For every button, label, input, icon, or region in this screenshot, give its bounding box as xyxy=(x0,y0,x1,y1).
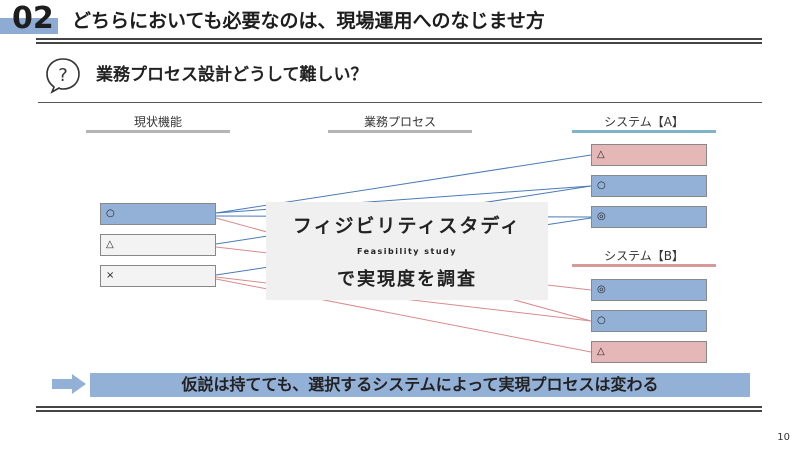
system-a-item-1: △ xyxy=(591,144,707,166)
page-number: 10 xyxy=(777,432,790,443)
column-underline-current xyxy=(86,130,230,133)
conclusion-text: 仮説は持てても、選択するシステムによって実現プロセスは変わる xyxy=(181,375,659,394)
current-item-2: △ xyxy=(100,234,216,256)
heading-divider xyxy=(38,102,762,103)
header-divider-double xyxy=(36,42,762,44)
column-header-process: 業務プロセス xyxy=(363,115,436,129)
system-a-item-2: ○ xyxy=(591,175,707,197)
callout-caption: で実現度を調査 xyxy=(337,269,477,290)
conclusion-banner: 仮説は持てても、選択するシステムによって実現プロセスは変わる xyxy=(90,373,750,397)
column-header-current: 現状機能 xyxy=(133,115,182,129)
page-title: どちらにおいても必要なのは、現場運用へのなじませ方 xyxy=(72,10,545,32)
svg-text:?: ? xyxy=(58,65,68,86)
system-b-item-2: ○ xyxy=(591,310,707,332)
system-a-item-3: ◎ xyxy=(591,206,707,228)
callout-subtitle: Feasibility study xyxy=(357,247,457,256)
feasibility-callout: フィジビリティスタディ Feasibility study で実現度を調査 xyxy=(266,202,548,300)
column-underline-system-b xyxy=(572,264,716,267)
footer-divider xyxy=(36,406,762,408)
header-accent-bar xyxy=(0,18,58,34)
current-item-3: × xyxy=(100,265,216,287)
system-b-item-1: ◎ xyxy=(591,279,707,301)
question-bubble-icon: ? xyxy=(46,58,80,94)
footer-divider-double xyxy=(36,410,762,412)
section-heading: 業務プロセス設計どうして難しい？ xyxy=(96,65,368,85)
callout-title: フィジビリティスタディ xyxy=(292,215,522,237)
column-underline-process xyxy=(328,130,472,133)
header-divider xyxy=(36,38,762,40)
column-underline-system-a xyxy=(572,130,716,133)
section-number: 02 xyxy=(12,1,54,36)
column-header-system-a: システム【A】 xyxy=(604,115,684,129)
system-b-item-3: △ xyxy=(591,341,707,363)
column-header-system-b: システム【B】 xyxy=(604,249,684,263)
current-item-1: ○ xyxy=(100,203,216,225)
right-arrow-icon xyxy=(52,374,86,394)
